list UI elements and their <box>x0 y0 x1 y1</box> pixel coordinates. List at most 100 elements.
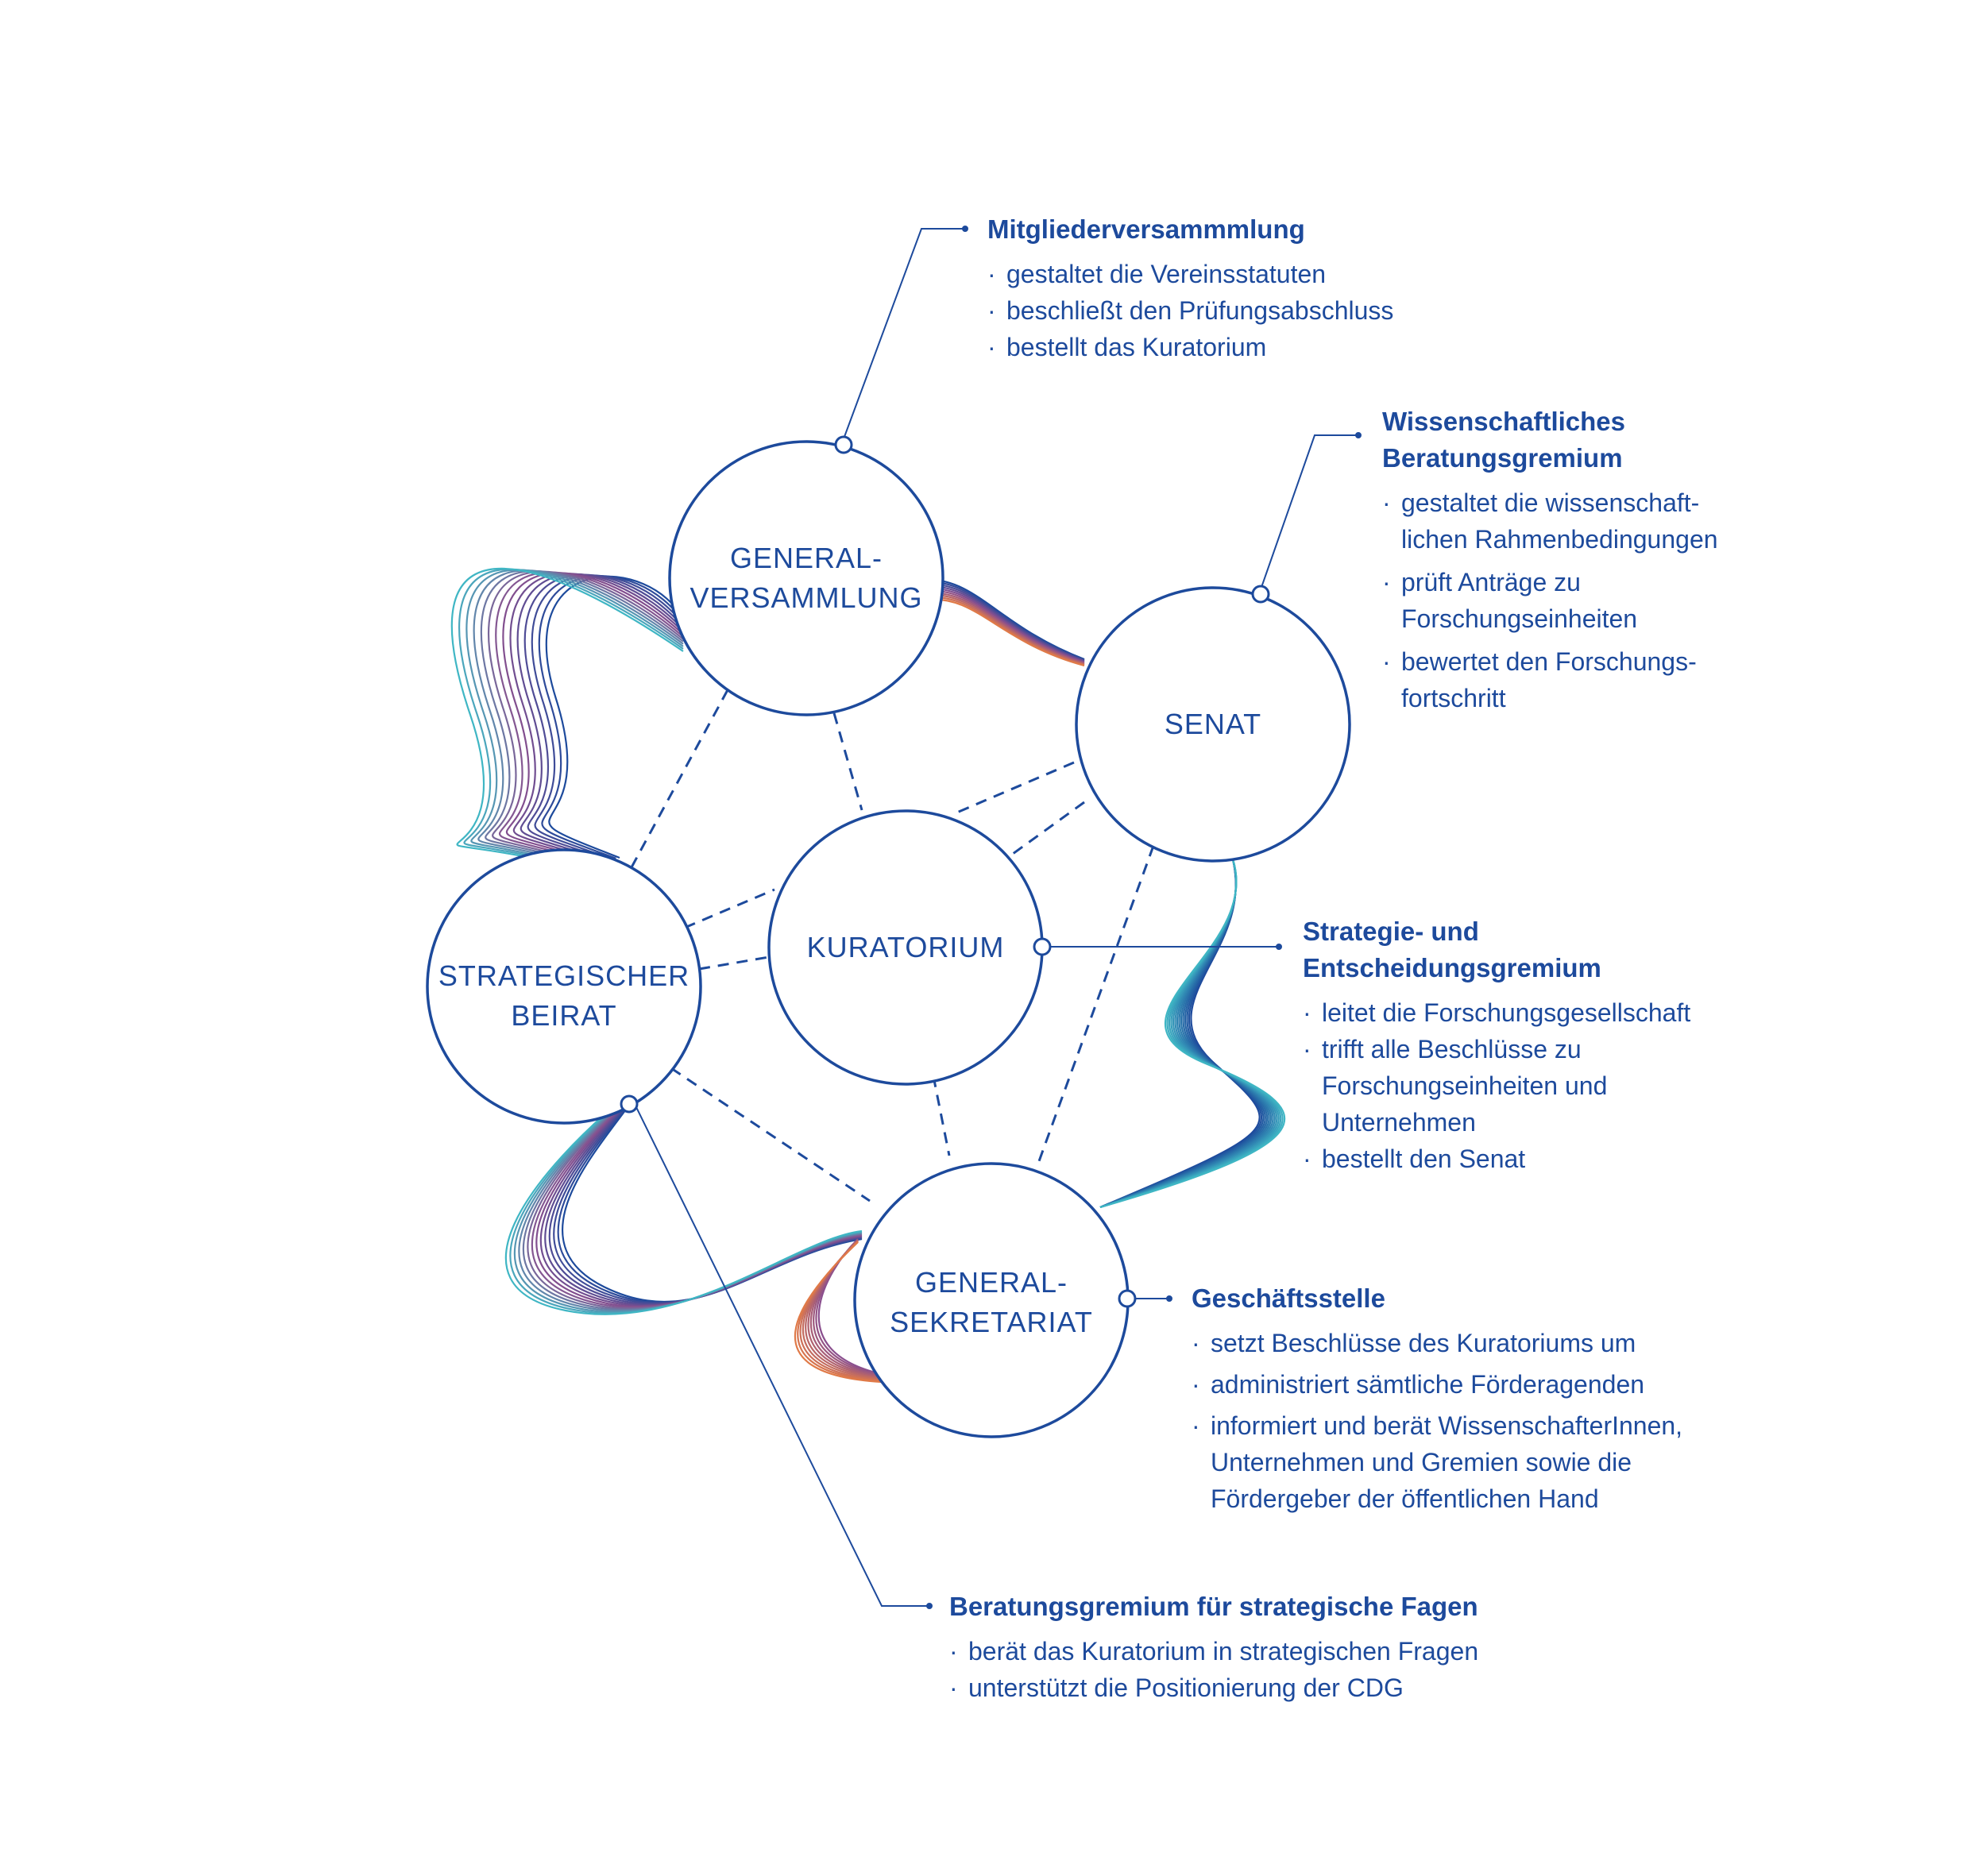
info-beratungsgremium-strategisch: Beratungsgremium für strategische Fagen … <box>949 1588 1478 1706</box>
node-label-strategischer-beirat: STRATEGISCHER BEIRAT <box>438 956 690 1036</box>
info-wissenschaftliches-beratungsgremium: Wissenschaftliches Beratungsgremium gest… <box>1382 403 1718 716</box>
flow-line-top <box>929 596 1085 666</box>
info-title: Beratungsgremium für strategische Fagen <box>949 1592 1478 1621</box>
flow-line-top <box>929 598 1085 667</box>
flow-line-left-lower <box>504 1087 863 1315</box>
dashed-connections <box>630 686 1155 1202</box>
list-item-line: gestaltet die wissenschaft- <box>1401 488 1700 517</box>
leader-beratung <box>635 1105 929 1607</box>
list-item-line: Fördergeber der öffentlichen Hand <box>1211 1484 1599 1513</box>
leader-dot-wissenschaft <box>1355 432 1362 438</box>
list-item: setzt Beschlüsse des Kuratoriums um <box>1192 1325 1682 1361</box>
node-label-line: VERSAMMLUNG <box>690 581 923 614</box>
flow-line-left-upper <box>458 568 684 867</box>
link-senat-kuratorium-2 <box>1012 801 1085 855</box>
flow-line-orange <box>794 1241 883 1384</box>
list-item: administriert sämtliche Förderagenden <box>1192 1366 1682 1403</box>
list-item-line: bestellt den Senat <box>1322 1145 1526 1173</box>
link-beirat-kuratorium-1 <box>684 888 775 929</box>
node-label-generalversammlung: GENERAL- VERSAMMLUNG <box>690 538 922 618</box>
anchor-dots <box>620 435 1270 1308</box>
node-circle-generalversammlung[interactable] <box>668 440 944 716</box>
leader-dot-mitglieder <box>962 226 968 232</box>
list-item-line: Forschungseinheiten und <box>1322 1071 1608 1100</box>
list-item-line: informiert und berät WissenschafterInnen… <box>1211 1411 1683 1440</box>
flow-line-left-upper <box>516 573 684 862</box>
anchor-dot-generalsekretariat <box>1118 1289 1137 1308</box>
flow-line-top <box>929 585 1085 662</box>
list-item-line: administriert sämtliche Förderagenden <box>1211 1370 1645 1399</box>
flow-line-top <box>929 594 1085 666</box>
decorative-flow-lines <box>450 567 1286 1384</box>
info-title-line: Wissenschaftliches <box>1382 407 1625 436</box>
flow-line-right <box>1099 859 1286 1209</box>
info-title: Strategie- und Entscheidungsgremium <box>1303 913 1690 986</box>
info-title-line: Entscheidungsgremium <box>1303 953 1601 982</box>
flow-line-left-lower <box>531 1090 863 1309</box>
link-beirat-kuratorium-2 <box>698 955 770 971</box>
list-item-line: prüft Anträge zu <box>1401 568 1581 596</box>
list-item: trifft alle Beschlüsse zu Forschungseinh… <box>1303 1031 1690 1141</box>
leader-dot-strategie <box>1276 944 1282 950</box>
info-list: berät das Kuratorium in strategischen Fr… <box>949 1633 1478 1706</box>
leader-wissenschaft <box>1258 434 1358 595</box>
list-item: bestellt den Senat <box>1303 1141 1690 1177</box>
flow-line-left-upper <box>450 567 684 867</box>
node-label-line: BEIRAT <box>511 999 617 1032</box>
node-circle-senat[interactable] <box>1075 586 1351 863</box>
list-item-line: bewertet den Forschungs- <box>1401 647 1697 676</box>
flow-line-top <box>929 578 1085 661</box>
node-circle-strategischer-beirat[interactable] <box>426 848 702 1125</box>
info-mitgliederversammlung: Mitgliederversammmlung gestaltet die Ver… <box>987 211 1393 365</box>
flow-line-left-lower <box>539 1092 863 1307</box>
flow-line-left-upper <box>523 573 684 861</box>
list-item: informiert und berät WissenschafterInnen… <box>1192 1407 1682 1517</box>
list-item: bewertet den Forschungs- fortschritt <box>1382 643 1718 716</box>
leader-dot-geschaeft <box>1166 1295 1172 1302</box>
flow-line-left-upper <box>473 569 684 865</box>
anchor-dot-generalversammlung <box>834 435 853 454</box>
node-label-line: SENAT <box>1164 708 1262 740</box>
list-item-line: leitet die Forschungsgesellschaft <box>1322 998 1691 1027</box>
flow-line-left-lower <box>527 1090 863 1310</box>
info-title: Wissenschaftliches Beratungsgremium <box>1382 403 1718 477</box>
node-circles <box>426 440 1351 1438</box>
info-title: Mitgliederversammmlung <box>987 214 1305 244</box>
node-label-generalsekretariat: GENERAL- SEKRETARIAT <box>890 1263 1093 1342</box>
flow-line-left-upper <box>465 569 684 866</box>
flow-line-left-upper <box>531 574 684 860</box>
node-label-senat: SENAT <box>1165 704 1261 744</box>
flow-line-left-upper <box>545 575 684 859</box>
flow-line-left-upper <box>502 572 684 863</box>
anchor-dot-senat <box>1251 585 1270 604</box>
flow-line-left-upper <box>495 571 684 863</box>
info-strategie-entscheidungsgremium: Strategie- und Entscheidungsgremium leit… <box>1303 913 1690 1177</box>
leader-lines <box>635 226 1362 1609</box>
list-item: bestellt das Kuratorium <box>987 329 1393 365</box>
list-item-line: Unternehmen <box>1322 1108 1476 1137</box>
link-kuratorium-gs <box>932 1075 951 1156</box>
flow-line-top <box>929 583 1085 662</box>
node-label-line: KURATORIUM <box>806 931 1005 963</box>
anchor-dot-kuratorium <box>1033 937 1052 956</box>
link-senat-gs <box>1037 845 1155 1162</box>
list-item: unterstützt die Positionierung der CDG <box>949 1669 1478 1706</box>
list-item: gestaltet die wissenschaft- lichen Rahme… <box>1382 484 1718 558</box>
list-item-line: trifft alle Beschlüsse zu <box>1322 1035 1582 1063</box>
link-senat-kuratorium-1 <box>952 761 1075 816</box>
leader-mitglieder <box>841 228 965 444</box>
flow-line-left-upper <box>538 575 684 859</box>
list-item-line: Forschungseinheiten <box>1401 604 1638 633</box>
flow-line-left-upper <box>488 570 684 864</box>
node-label-line: SEKRETARIAT <box>890 1306 1093 1338</box>
node-label-line: STRATEGISCHER <box>438 959 690 992</box>
link-beirat-gs <box>670 1067 871 1202</box>
node-label-line: GENERAL- <box>729 542 883 574</box>
info-title-line: Beratungsgremium <box>1382 443 1623 473</box>
node-label-kuratorium: KURATORIUM <box>807 928 1005 967</box>
list-item-line: fortschritt <box>1401 684 1506 712</box>
list-item: gestaltet die Vereinsstatuten <box>987 256 1393 292</box>
link-gv-kuratorium <box>832 712 863 811</box>
info-list: gestaltet die Vereinsstatuten beschließt… <box>987 256 1393 365</box>
list-item: berät das Kuratorium in strategischen Fr… <box>949 1633 1478 1669</box>
